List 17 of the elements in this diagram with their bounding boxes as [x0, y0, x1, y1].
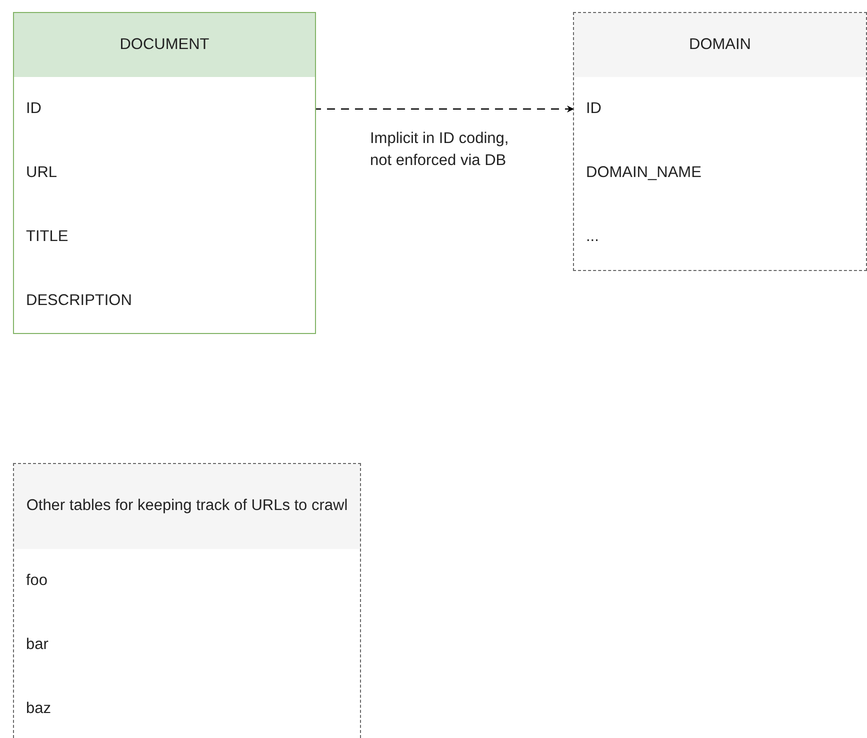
field-name: ID: [586, 100, 602, 118]
field-name: ...: [586, 228, 599, 246]
field-name: bar: [26, 636, 48, 654]
arrow: [313, 106, 574, 112]
table-box: [573, 12, 867, 271]
table-title: DOCUMENT: [120, 34, 210, 55]
field-name: TITLE: [26, 228, 68, 246]
field-name: DOMAIN_NAME: [586, 164, 702, 182]
field-name: DESCRIPTION: [26, 292, 132, 310]
field-name: baz: [26, 700, 51, 718]
field-name: ID: [26, 100, 42, 118]
field-name: URL: [26, 164, 58, 182]
table-title: DOMAIN: [689, 34, 751, 55]
table-box: [13, 463, 361, 738]
field-name: foo: [26, 572, 48, 590]
table-box: [13, 12, 316, 334]
table-title: Other tables for keeping track of URLs to crawl: [26, 496, 348, 516]
